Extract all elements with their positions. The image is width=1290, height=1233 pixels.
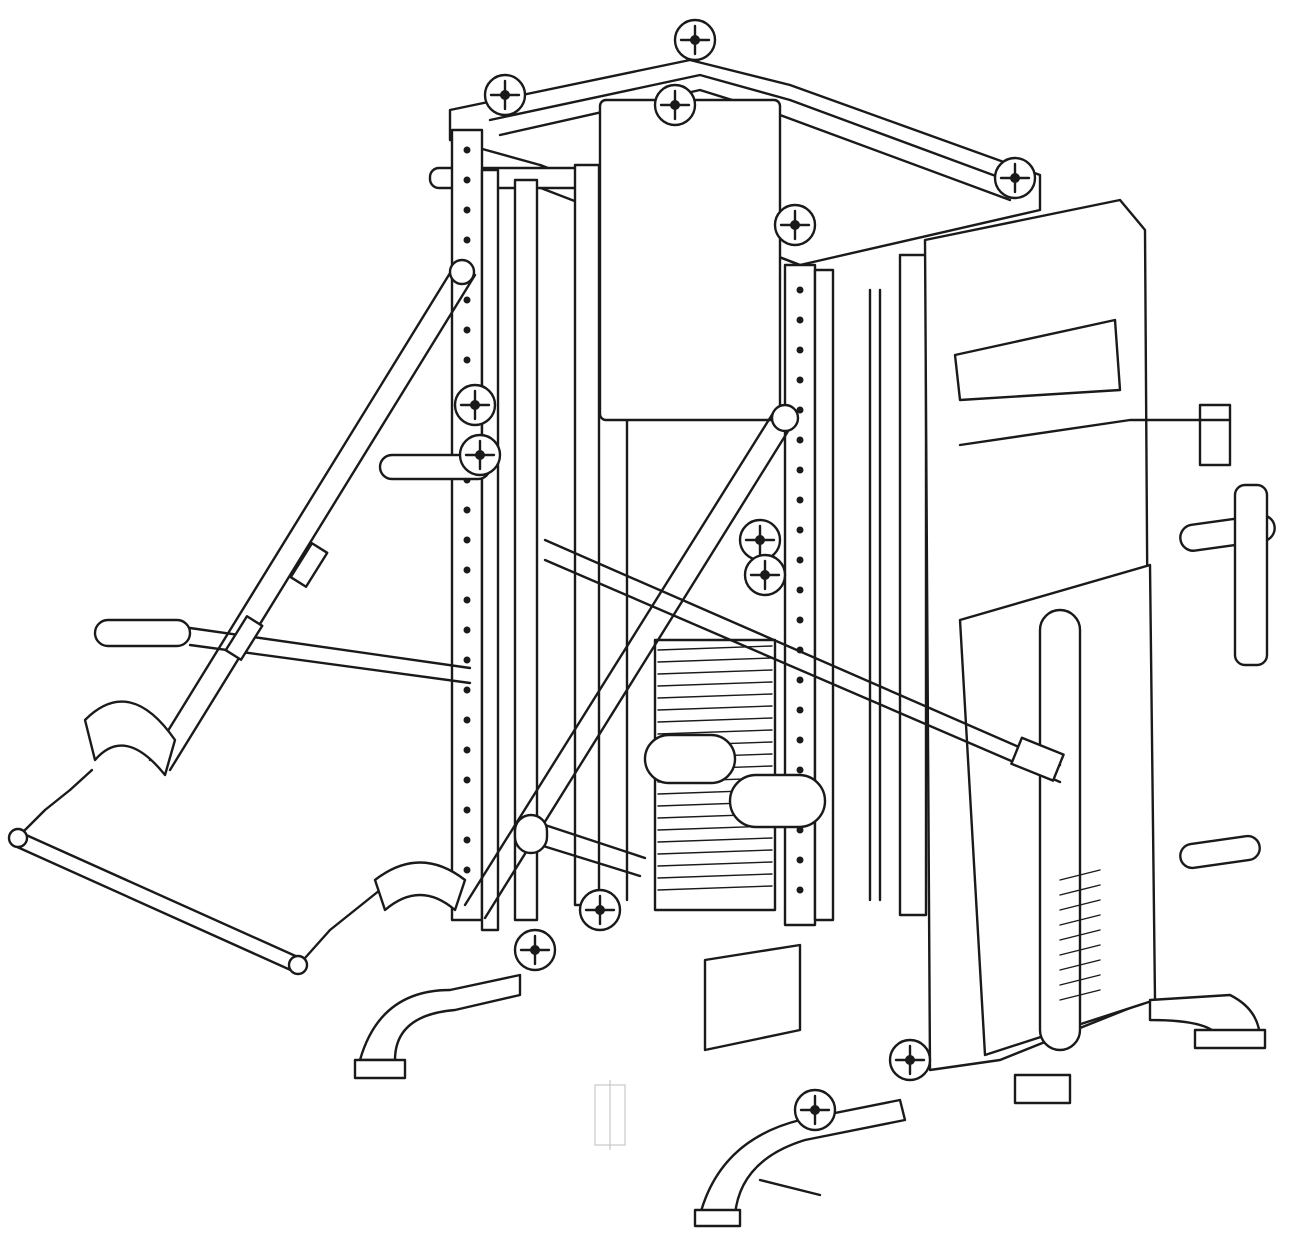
pulley-icon (653, 83, 697, 127)
upright-hole (463, 566, 471, 574)
pulley-icon (458, 433, 502, 477)
weight-plate (657, 849, 773, 855)
foot-pad-right (1193, 1028, 1267, 1050)
upright-hole (463, 596, 471, 604)
scan-mark (594, 1080, 626, 1150)
weight-plate (657, 657, 773, 663)
upright-hole (463, 506, 471, 514)
right-chain (303, 888, 382, 960)
upright-hole (796, 466, 804, 474)
weight-plate (657, 729, 773, 735)
floor-pin (758, 1178, 822, 1197)
pulley-icon (888, 1038, 932, 1082)
upright-hole (796, 436, 804, 444)
upright-hole (796, 676, 804, 684)
weight-plate (657, 693, 773, 699)
upright-hole (796, 556, 804, 564)
weight-plate (657, 669, 773, 675)
center-base-block (703, 943, 802, 1052)
upright-hole (463, 236, 471, 244)
weight-plate (657, 645, 773, 651)
roller-lower (728, 773, 827, 829)
upright-hole (463, 686, 471, 694)
pulley-icon (453, 383, 497, 427)
upright-hole (796, 376, 804, 384)
weight-plate (657, 717, 773, 723)
left-chain (23, 768, 94, 832)
upright-hole (796, 706, 804, 714)
upright-hole (463, 806, 471, 814)
bar-sleeve-right (1010, 736, 1065, 782)
upright-hole (463, 866, 471, 874)
upright-hole (796, 736, 804, 744)
upright-hole (463, 716, 471, 724)
front-handle-plate (373, 861, 467, 912)
upright-hole (796, 346, 804, 354)
upright-hole (796, 586, 804, 594)
right-upright-holes (796, 286, 804, 894)
weight-plate (657, 885, 773, 891)
upright-hole (796, 316, 804, 324)
shroud-window (953, 318, 1122, 402)
left-handle-plate (83, 700, 177, 777)
upright-hole (796, 616, 804, 624)
upright-hole (463, 656, 471, 664)
weight-plate (657, 873, 773, 879)
right-upright (783, 198, 1157, 1072)
pulley-icon (993, 156, 1037, 200)
upright-hole (463, 356, 471, 364)
weight-plate (657, 861, 773, 867)
pulley-icon (738, 518, 782, 562)
weight-plate (657, 681, 773, 687)
upright-hole (796, 406, 804, 414)
pulley-icon (743, 553, 787, 597)
pulleys (453, 18, 1037, 1132)
upright-hole (463, 146, 471, 154)
upright-hole (796, 526, 804, 534)
selector-grille (1059, 869, 1101, 1001)
upright-hole (463, 536, 471, 544)
pulley-icon (483, 73, 527, 117)
foot-pad-left (353, 1058, 407, 1080)
upright-hole (463, 626, 471, 634)
right-cap (1198, 403, 1232, 467)
upright-hole (463, 746, 471, 754)
upright-hole (796, 886, 804, 894)
pulley-icon (513, 928, 557, 972)
roller-upper (643, 733, 737, 785)
pulley-icon (793, 1088, 837, 1132)
right-handle (1233, 483, 1269, 667)
weight-plate (657, 837, 773, 843)
upright-hole (463, 296, 471, 304)
upright-hole (463, 176, 471, 184)
selector-slot (1038, 608, 1082, 1052)
pulley-icon (578, 888, 622, 932)
upright-hole (796, 496, 804, 504)
weight-plate (657, 705, 773, 711)
straight-bar-attachment (7, 768, 382, 976)
foot-pad-rear (1013, 1073, 1072, 1105)
smith-bar-assembly (543, 288, 1065, 902)
upright-hole (463, 776, 471, 784)
base-frame (353, 943, 1267, 1228)
upright-hole (796, 766, 804, 774)
leg-roller-assembly (513, 733, 827, 878)
foot-pad-front (693, 1208, 742, 1228)
upright-hole (796, 286, 804, 294)
pulley-icon (673, 18, 717, 62)
upright-hole (796, 856, 804, 864)
upright-hole (796, 826, 804, 834)
upright-hole (463, 326, 471, 334)
pulley-icon (773, 203, 817, 247)
plate-storage-horns (93, 403, 1276, 870)
upright-hole (463, 836, 471, 844)
left-lever-arm (83, 258, 477, 777)
upright-hole (463, 206, 471, 214)
